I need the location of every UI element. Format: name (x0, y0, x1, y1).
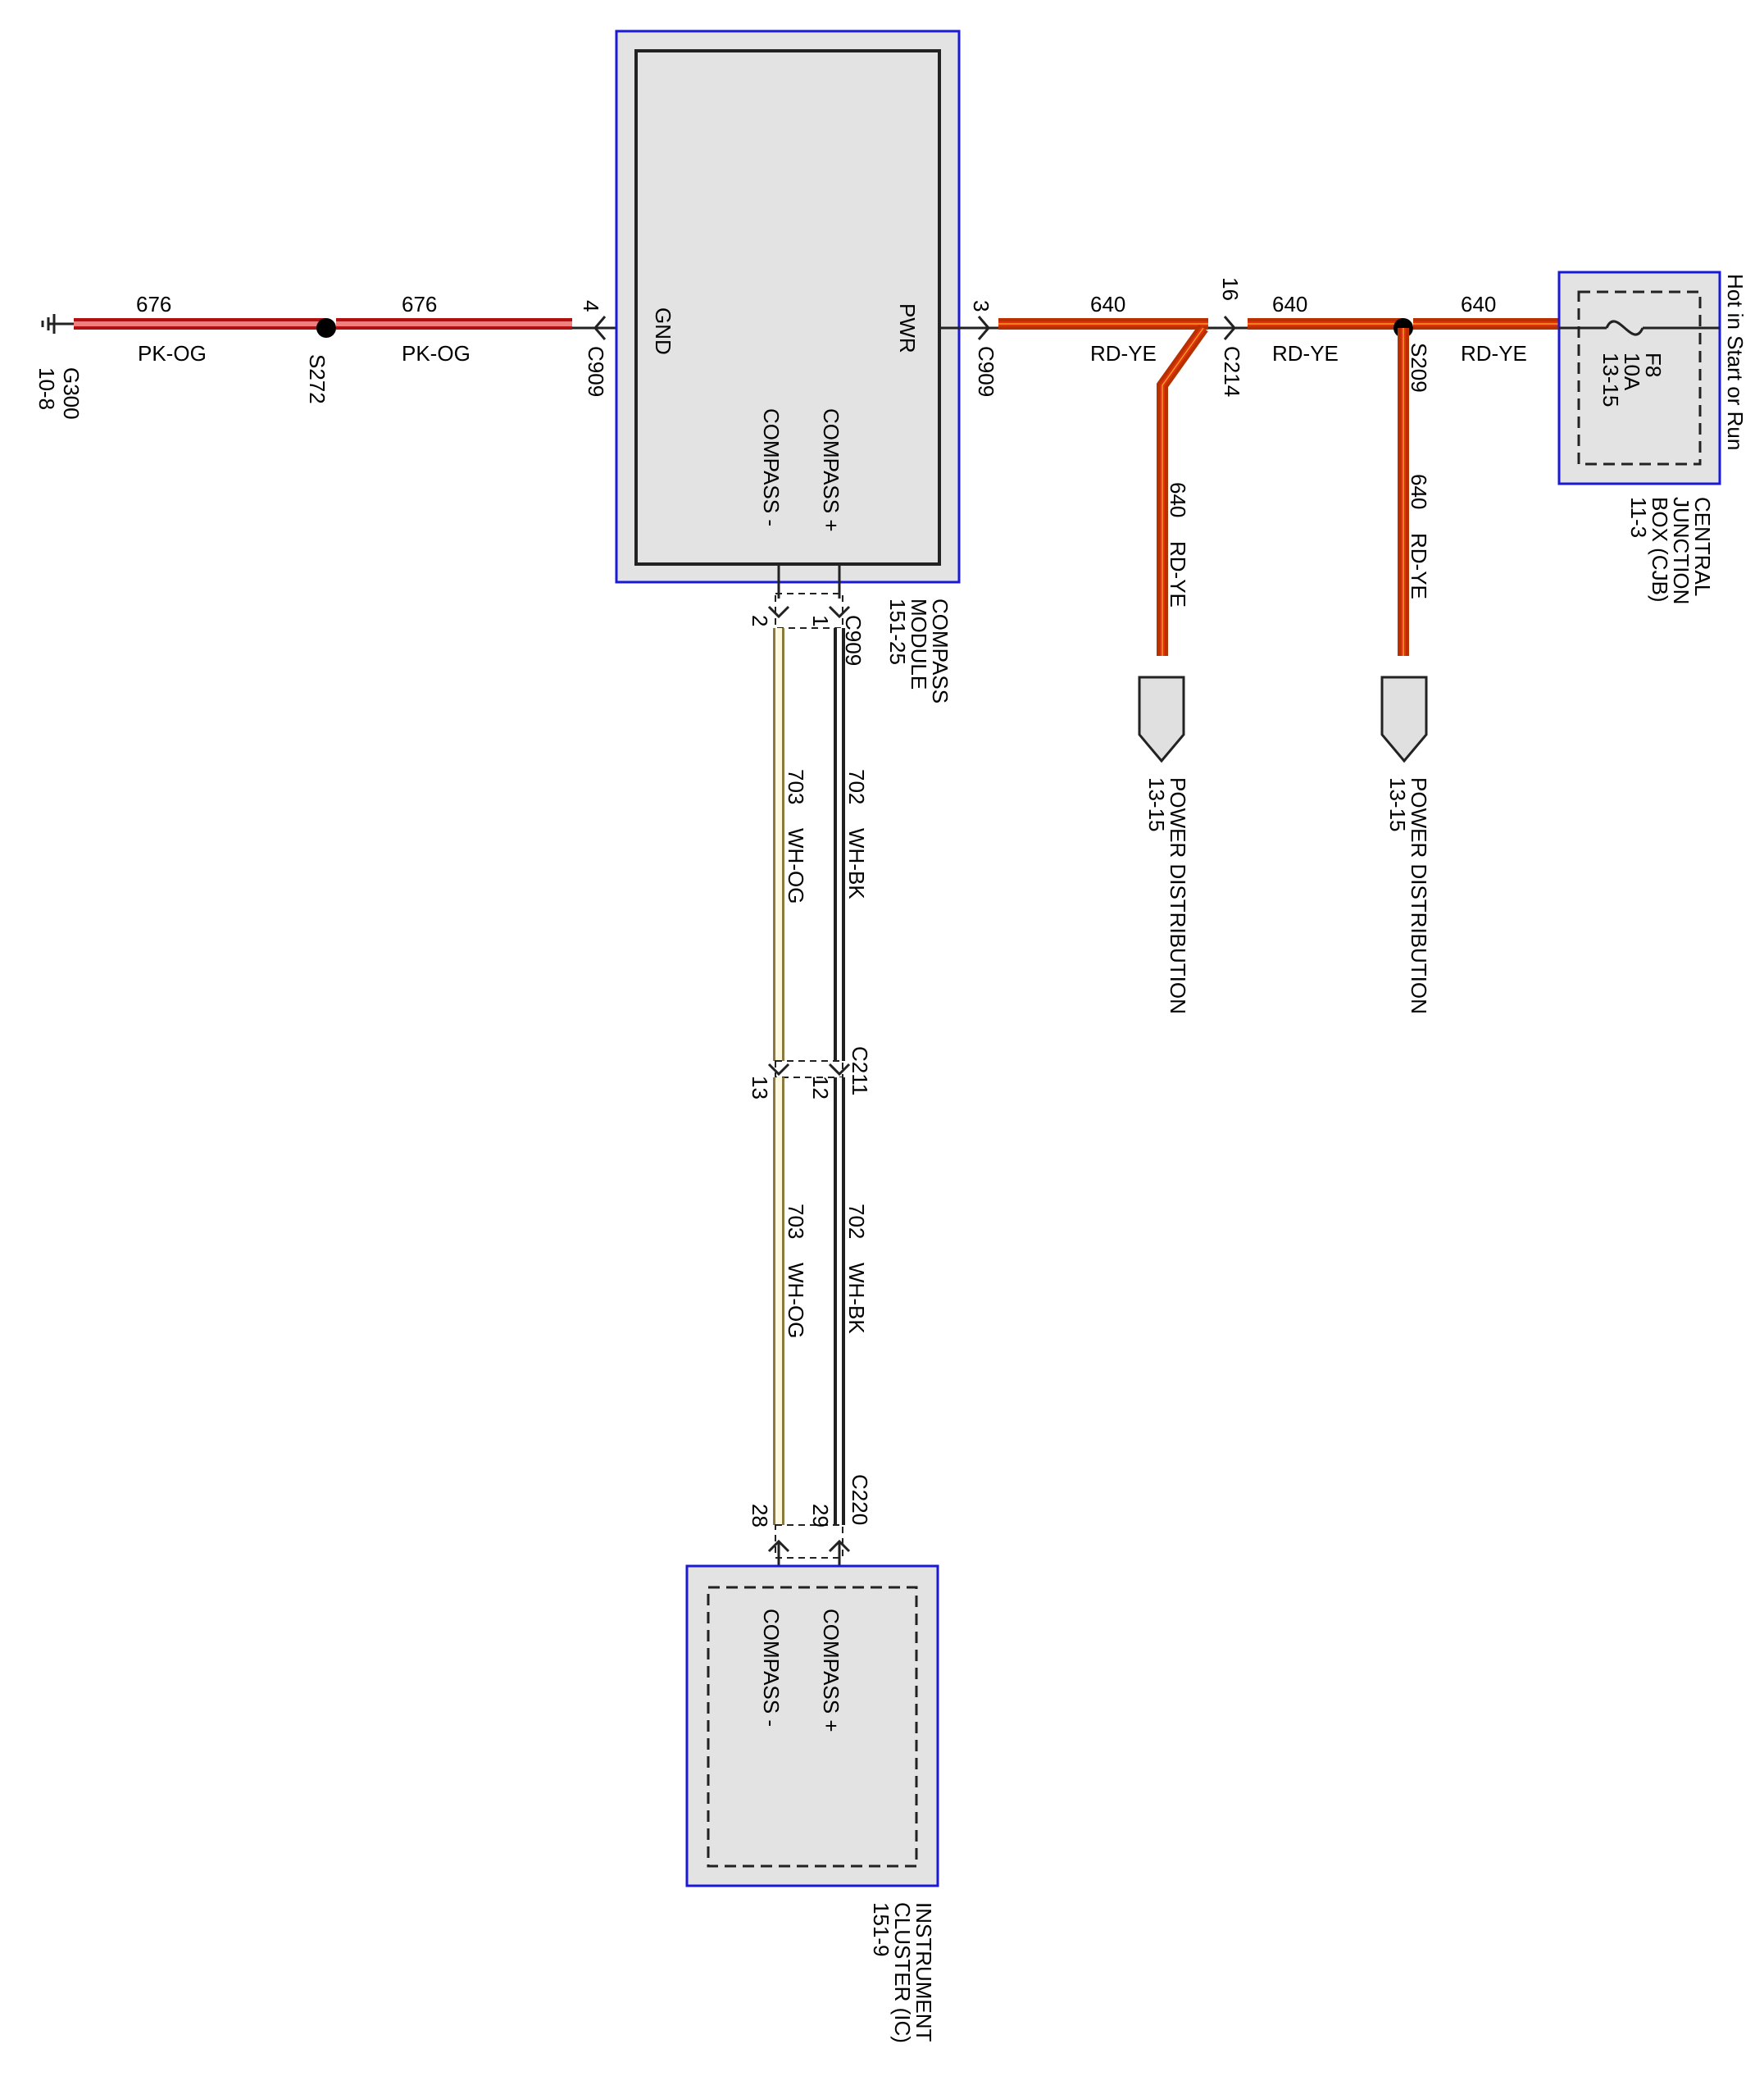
connector-c909-pwr-pin: 3 (969, 300, 993, 312)
wire-640-a-color-label: RD-YE (1090, 341, 1157, 366)
wire-640-drop1-circuit-label: 640 (1166, 482, 1190, 517)
connector-c909-gnd-name: C909 (584, 346, 608, 397)
wire-640-a-circuit-label: 640 (1090, 292, 1125, 316)
compass-module-ref: 151-25 (885, 599, 910, 665)
compass-module-title-2: MODULE (907, 599, 931, 690)
connector-c909-gnd-pin: 4 (579, 300, 603, 312)
compass-module-compass-plus-pin: COMPASS + (819, 408, 843, 532)
wire-640-module-segment (998, 318, 1208, 330)
connector-c909-bottom-arrows (767, 605, 851, 619)
instrument-cluster-compass-minus-pin: COMPASS - (759, 1609, 784, 1727)
wire-703-lower (773, 1077, 784, 1525)
instrument-cluster-inner (707, 1586, 918, 1868)
compass-module-body (634, 49, 941, 566)
fuse-name: F8 (1641, 353, 1666, 377)
wire-676-module-segment (336, 318, 572, 330)
instrument-cluster-title-2: CLUSTER (IC) (890, 1902, 915, 2043)
power-distribution-2-ref: 13-15 (1385, 777, 1410, 832)
wire-640-branch-1 (1157, 324, 1208, 656)
wire-703-a-circuit-label: 703 (784, 769, 808, 804)
wire-640-drop1-color-label: RD-YE (1166, 541, 1190, 608)
instrument-cluster-compass-plus-pin: COMPASS + (819, 1609, 843, 1732)
splice-s209-label: S209 (1407, 343, 1431, 393)
wire-640-drop2-color-label: RD-YE (1407, 533, 1431, 599)
wire-640-c-color-label: RD-YE (1461, 341, 1527, 366)
wire-702-lower (834, 1077, 845, 1525)
instrument-cluster-outline (685, 1564, 939, 1887)
compass-module-gnd-pin: GND (651, 307, 675, 355)
wire-676-b-color-label: PK-OG (402, 341, 471, 366)
wire-640-drop2-circuit-label: 640 (1407, 474, 1431, 509)
cjb-inner (1577, 290, 1702, 466)
power-distribution-1-ref: 13-15 (1144, 777, 1169, 832)
connector-c214-pin: 16 (1218, 277, 1243, 301)
wire-702-b-color-label: WH-BK (844, 1263, 869, 1334)
cjb-hot-label: Hot in Start or Run (1723, 274, 1748, 450)
cjb-outline (1557, 271, 1721, 485)
connector-c909-bottom-pin-a: 2 (748, 615, 772, 626)
connector-c909-bottom-box (775, 593, 843, 629)
wire-640-branch-2 (1398, 328, 1409, 656)
connector-c909-pwr-arrow (939, 316, 998, 340)
ground-symbol (41, 314, 74, 334)
connector-c220-box (775, 1524, 843, 1559)
connector-c211-name: C211 (848, 1046, 872, 1095)
connector-c211-pin-a: 13 (748, 1076, 772, 1099)
wire-702-a-color-label: WH-BK (844, 828, 869, 899)
instrument-cluster-title-1: INSTRUMENT (912, 1902, 936, 2042)
power-distribution-2-pointer (1380, 676, 1428, 763)
connector-c211-arrows (767, 1063, 851, 1077)
connector-c220-pin-a: 28 (748, 1504, 772, 1527)
cjb-title-2: JUNCTION (1669, 497, 1694, 604)
fuse-ref: 13-15 (1598, 353, 1623, 407)
connector-c909-gnd-arrow (572, 316, 616, 340)
power-distribution-2-label: POWER DISTRIBUTION (1407, 777, 1431, 1014)
wire-676-circuit-label: 676 (136, 292, 171, 316)
wire-702-b-circuit-label: 702 (844, 1204, 869, 1239)
connector-c214-name: C214 (1220, 346, 1244, 397)
wire-703-b-color-label: WH-OG (784, 1263, 808, 1338)
wire-703-upper (773, 628, 784, 1061)
compass-module-pwr-pin: PWR (895, 303, 920, 353)
cjb-title-3: BOX (CJB) (1648, 497, 1672, 603)
wire-676-color-label: PK-OG (138, 341, 207, 366)
cjb-ref: 11-3 (1626, 497, 1651, 538)
wire-703-b-circuit-label: 703 (784, 1204, 808, 1239)
wire-640-b-circuit-label: 640 (1272, 292, 1307, 316)
connector-c909-pwr-name: C909 (974, 346, 998, 397)
connector-c211-box (775, 1060, 843, 1078)
fuse-rating: 10A (1620, 353, 1644, 391)
power-distribution-1-label: POWER DISTRIBUTION (1166, 777, 1190, 1014)
ground-id: G300 (59, 367, 84, 420)
connector-c220-pin-b: 29 (808, 1504, 833, 1527)
ground-ref: 10-8 (34, 367, 59, 410)
connector-c220-name: C220 (848, 1474, 872, 1525)
wire-640-c-circuit-label: 640 (1461, 292, 1496, 316)
compass-module-compass-minus-pin: COMPASS - (759, 408, 784, 526)
instrument-cluster-ref: 151-9 (869, 1902, 893, 1957)
splice-s272-dot (316, 318, 336, 338)
cjb-title-1: CENTRAL (1690, 497, 1715, 596)
wire-702-upper (834, 628, 845, 1061)
wire-702-a-circuit-label: 702 (844, 769, 869, 804)
connector-c214-arrow (1208, 316, 1248, 340)
wire-703-a-color-label: WH-OG (784, 828, 808, 904)
compass-module-title-1: COMPASS (928, 599, 952, 703)
fuse-icon (1559, 320, 1720, 336)
wire-676-b-circuit-label: 676 (402, 292, 437, 316)
connector-c909-bottom-pin-b: 1 (808, 615, 833, 626)
wire-640-b-color-label: RD-YE (1272, 341, 1339, 366)
power-distribution-1-pointer (1138, 676, 1185, 763)
wire-676-ground-segment (74, 318, 326, 330)
wire-640-mid-segment (1248, 318, 1403, 330)
wire-640-cjb-segment (1413, 318, 1559, 330)
connector-c211-pin-b: 12 (808, 1076, 833, 1099)
connector-c220-arrows (767, 1539, 851, 1553)
splice-s272-label: S272 (305, 354, 330, 404)
